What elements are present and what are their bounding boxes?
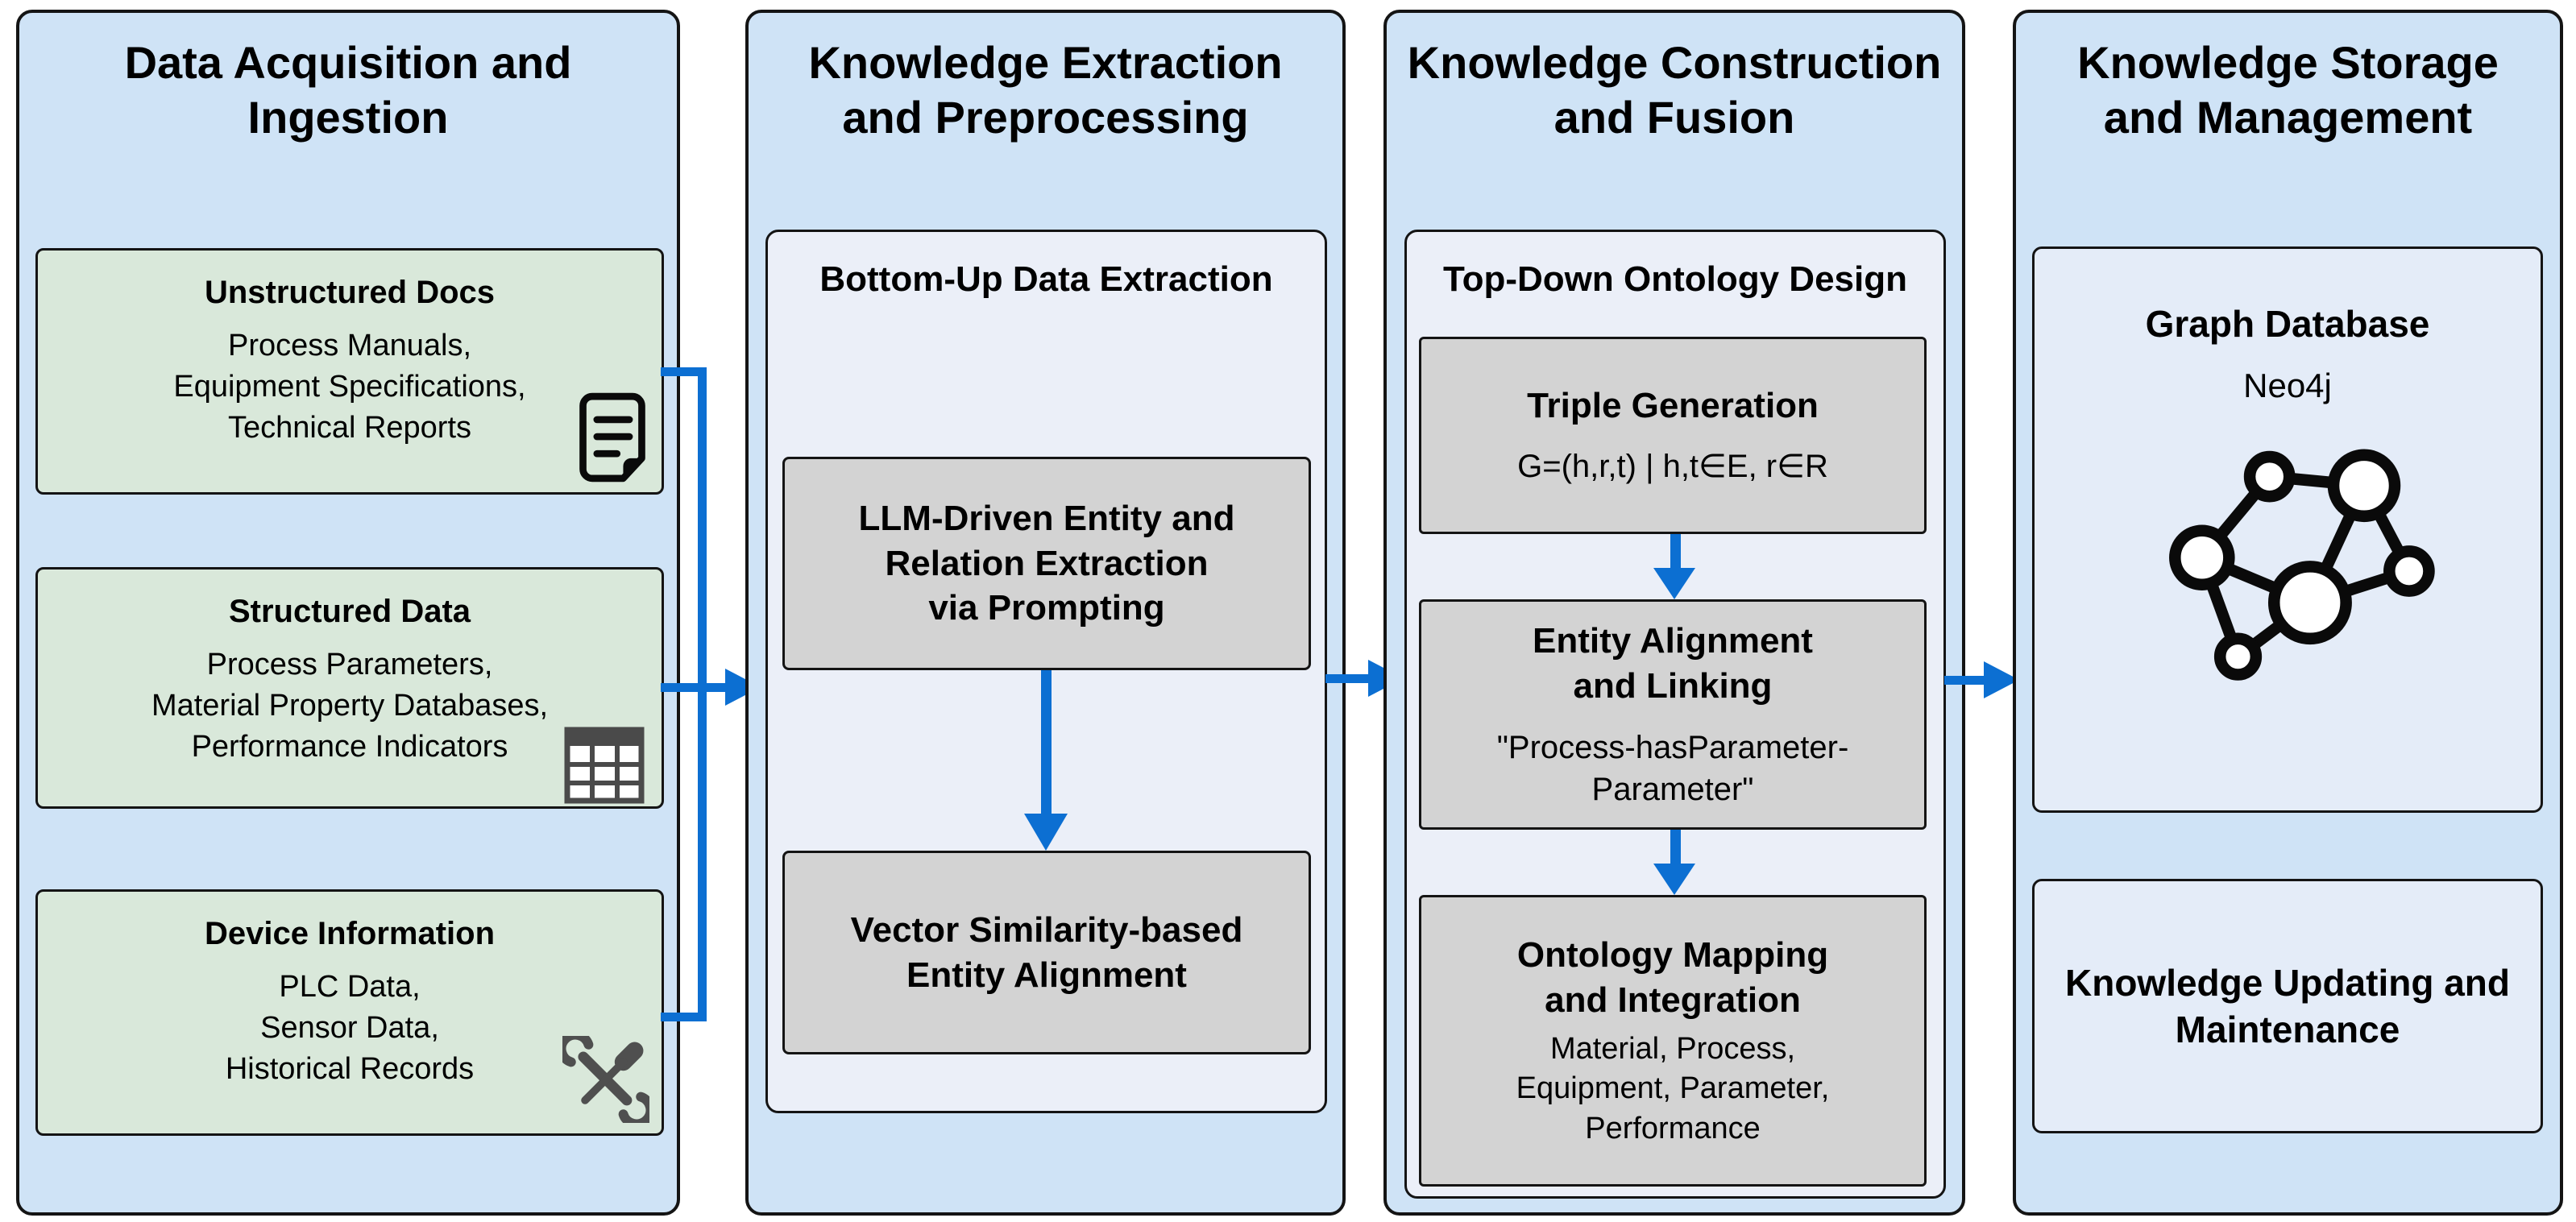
arrow-shaft	[1670, 830, 1681, 864]
source-box-unstructured-docs: Unstructured Docs Process Manuals, Equip…	[35, 248, 664, 495]
panel-heading: Top-Down Ontology Design	[1443, 259, 1907, 299]
column-title-knowledge-storage: Knowledge Storage and Management	[2077, 37, 2499, 143]
step-box-llm-extraction: LLM-Driven Entity and Relation Extractio…	[782, 457, 1311, 670]
graph-network-icon	[2134, 418, 2441, 724]
arrow-shaft	[1670, 534, 1681, 568]
step-body: "Process-hasParameter- Parameter"	[1496, 729, 1849, 807]
step-title: LLM-Driven Entity and Relation Extractio…	[858, 498, 1235, 628]
connector-vertical-line	[698, 367, 707, 1021]
box-title: Knowledge Updating and Maintenance	[2065, 961, 2510, 1050]
step-title: Triple Generation	[1527, 385, 1819, 425]
arrow-head	[1024, 814, 1068, 851]
arrow-head	[1653, 864, 1695, 895]
box-title: Unstructured Docs	[204, 275, 496, 310]
storage-box-knowledge-updating: Knowledge Updating and Maintenance	[2032, 879, 2543, 1133]
step-title: Vector Similarity-based Entity Alignment	[850, 909, 1243, 995]
step-box-entity-alignment: Entity Alignment and Linking "Process-ha…	[1419, 599, 1927, 830]
step-box-vector-alignment: Vector Similarity-based Entity Alignment	[782, 851, 1311, 1054]
connector-stub-bottom	[661, 1013, 707, 1021]
arrow-head	[1653, 568, 1695, 599]
column-title-data-acquisition: Data Acquisition and Ingestion	[124, 37, 572, 143]
step-title: Entity Alignment and Linking	[1533, 621, 1813, 706]
box-title: Structured Data	[228, 594, 471, 629]
document-icon	[574, 391, 651, 483]
source-box-structured-data: Structured Data Process Parameters, Mate…	[35, 567, 664, 809]
box-title: Graph Database	[2145, 303, 2430, 345]
source-box-device-information: Device Information PLC Data, Sensor Data…	[35, 889, 664, 1136]
column-title-knowledge-construction: Knowledge Construction and Fusion	[1407, 37, 1942, 143]
step-box-ontology-mapping: Ontology Mapping and Integration Materia…	[1419, 895, 1927, 1187]
arrow-shaft	[1041, 670, 1052, 814]
column-title-knowledge-extraction: Knowledge Extraction and Preprocessing	[808, 37, 1283, 143]
box-title: Device Information	[204, 916, 496, 951]
box-body: PLC Data, Sensor Data, Historical Record…	[225, 970, 475, 1086]
panel-heading: Bottom-Up Data Extraction	[819, 259, 1273, 299]
box-body: Process Parameters, Material Property Da…	[151, 648, 549, 764]
step-formula: G=(h,r,t) | h,t∈E, r∈R	[1517, 449, 1828, 485]
step-box-triple-generation: Triple Generation G=(h,r,t) | h,t∈E, r∈R	[1419, 337, 1927, 534]
arrow-shaft	[1325, 674, 1371, 683]
box-body: Process Manuals, Equipment Specification…	[173, 329, 526, 445]
arrow-shaft	[1944, 676, 1986, 685]
box-subtitle: Neo4j	[2243, 367, 2332, 405]
connector-stub-top	[661, 367, 707, 376]
step-body: Material, Process, Equipment, Parameter,…	[1516, 1031, 1830, 1145]
table-icon	[564, 727, 645, 804]
connector-arrow-shaft	[661, 683, 736, 692]
storage-box-graph-database: Graph Database Neo4j	[2032, 246, 2543, 813]
tools-icon	[556, 1029, 656, 1129]
step-title: Ontology Mapping and Integration	[1516, 935, 1829, 1020]
